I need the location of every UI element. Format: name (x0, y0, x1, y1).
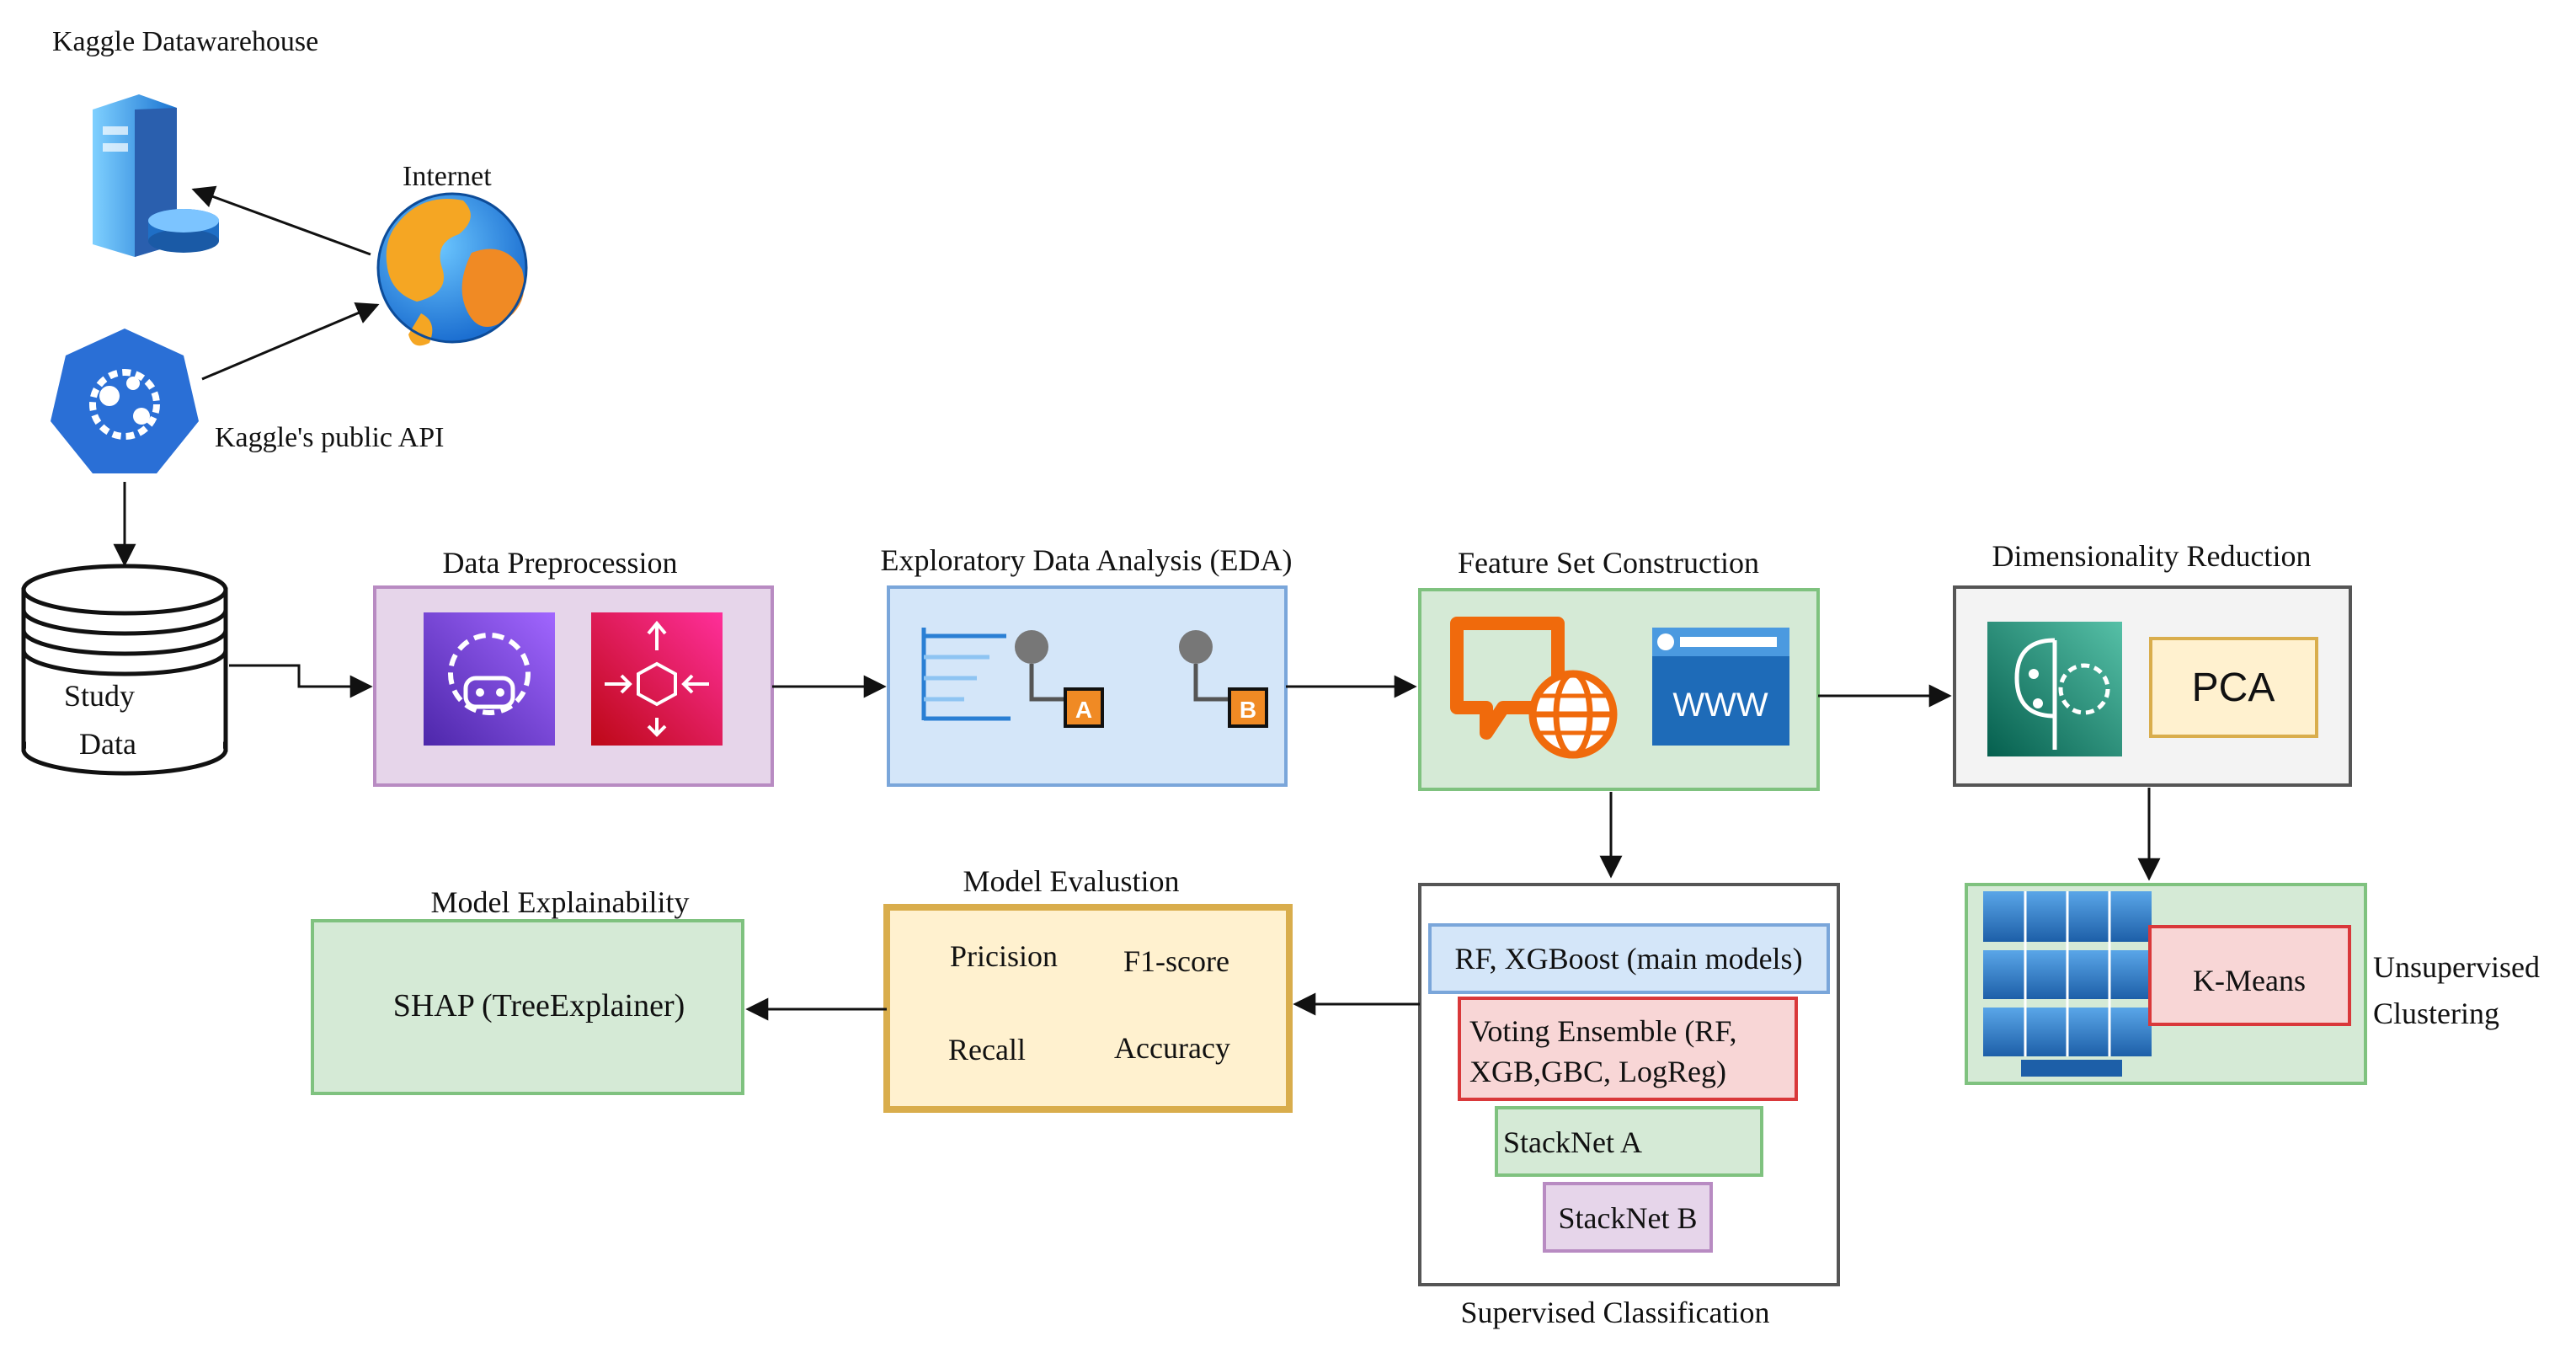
explainability-method: SHAP (TreeExplainer) (393, 988, 685, 1024)
stacknet-a-label: StackNet A (1503, 1125, 1642, 1159)
supervised-caption: Supervised Classification (1461, 1296, 1770, 1329)
metric-precision: Pricision (950, 939, 1058, 973)
arrow-internet-to-warehouse (191, 185, 371, 256)
eda-box (887, 585, 1288, 787)
eda-badge-b: B (1240, 697, 1256, 723)
preprocessing-title: Data Preprocession (443, 546, 678, 580)
dim-reduction-title: Dimensionality Reduction (1992, 539, 2312, 573)
node-a-icon (1015, 630, 1104, 728)
explainability-box (311, 919, 744, 1095)
evaluation-title: Model Evalustion (963, 864, 1180, 898)
cube-arrows-icon (591, 612, 723, 746)
www-label: WWW (1672, 687, 1768, 724)
api-label: Kaggle's public API (215, 422, 444, 453)
model-main-box (1428, 923, 1830, 994)
study-data-database (21, 564, 228, 776)
stacknet-b-label: StackNet B (1559, 1201, 1698, 1235)
datawarehouse-label: Kaggle Datawarehouse (52, 26, 318, 57)
eda-badge-a: A (1075, 697, 1092, 723)
kmeans-label: K-Means (2193, 964, 2306, 997)
clustering-caption-line2: Clustering (2373, 997, 2499, 1030)
cube-stack-icon (1983, 891, 2152, 1077)
stacknet-b-box (1543, 1182, 1713, 1253)
model-voting-box (1458, 997, 1798, 1101)
feature-set-title: Feature Set Construction (1458, 546, 1759, 580)
model-voting-label-line2: XGB,GBC, LogReg) (1469, 1055, 1726, 1088)
metric-recall: Recall (948, 1033, 1026, 1066)
monitor-globe-icon (1450, 617, 1618, 759)
gear-controller-icon (424, 612, 555, 746)
model-main-label: RF, XGBoost (main models) (1454, 942, 1802, 976)
clustering-caption-line1: Unsupervised (2373, 950, 2540, 984)
explainability-title: Model Explainability (431, 885, 690, 919)
arrow-api-to-internet (201, 302, 380, 381)
brain-gear-icon (1987, 622, 2122, 756)
evaluation-box (883, 904, 1293, 1113)
arrow-study-to-preprocessing (229, 664, 373, 698)
model-voting-label-line1: Voting Ensemble (RF, (1469, 1014, 1736, 1048)
kaggle-api-icon (51, 329, 199, 473)
globe-icon (376, 192, 528, 346)
study-data-label-line1: Study (64, 679, 135, 713)
pca-label: PCA (2192, 665, 2275, 710)
pca-box (2149, 637, 2318, 738)
metric-f1: F1-score (1123, 944, 1229, 978)
browser-www-icon (1652, 628, 1789, 746)
kmeans-box (2148, 925, 2351, 1026)
eda-title: Exploratory Data Analysis (EDA) (881, 543, 1293, 577)
metric-accuracy: Accuracy (1114, 1031, 1230, 1065)
stacknet-a-box (1495, 1106, 1763, 1177)
server-icon (93, 94, 219, 257)
node-b-icon (1179, 630, 1268, 728)
internet-label: Internet (403, 161, 492, 192)
study-data-label-line2: Data (79, 727, 136, 761)
list-chart-icon (921, 628, 1011, 721)
